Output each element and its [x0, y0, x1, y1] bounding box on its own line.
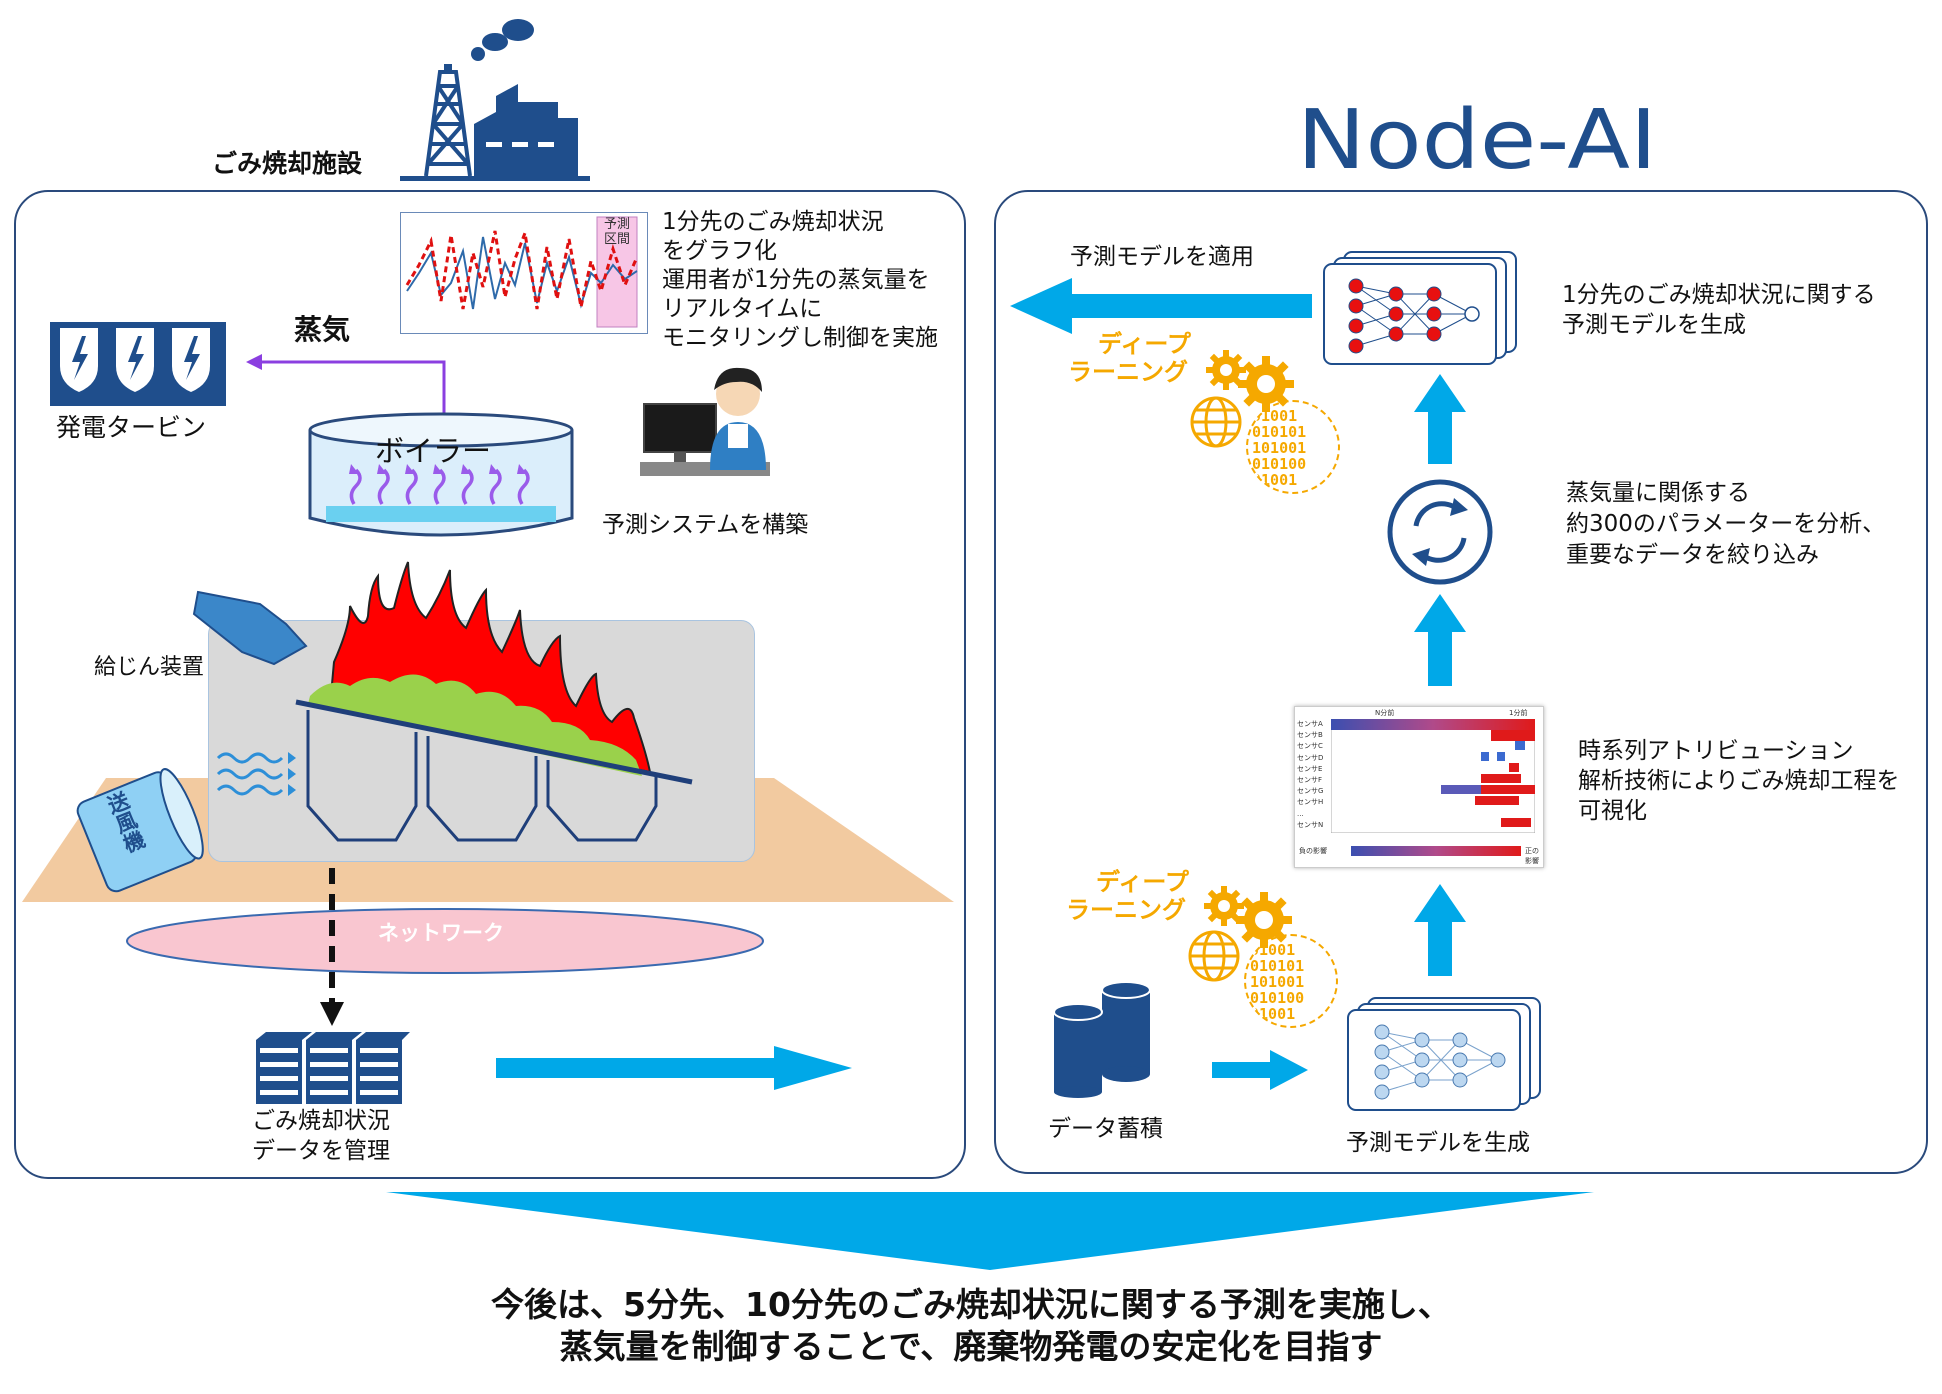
heatmap-header-left: N分前 — [1375, 709, 1395, 717]
heatmap-row-label: センサC — [1297, 742, 1323, 751]
deep-learning-label-bottom: ディープ ラーニング — [1066, 868, 1189, 924]
up-arrow-2 — [1414, 594, 1466, 686]
apply-model-arrow — [1010, 278, 1312, 334]
graph-desc-line: 1分先のごみ焼却状況 — [662, 209, 884, 235]
analysis-desc: 蒸気量に関係する 約300のパラメーターを分析、 重要なデータを絞り込み — [1566, 478, 1885, 571]
refresh-cycle-icon — [1387, 479, 1493, 585]
conclusion-text: 今後は、5分先、10分先のごみ焼却状況に関する予測を実施し、 蒸気量を制御するこ… — [0, 1284, 1942, 1368]
gear-icon — [1206, 350, 1294, 412]
server-caption-line: データを管理 — [252, 1138, 390, 1164]
graph-desc-line: をグラフ化 — [662, 238, 777, 264]
boiler — [308, 412, 574, 537]
graph-desc-line: リアルタイムに — [662, 296, 823, 322]
up-arrow-1 — [1414, 374, 1466, 464]
conclusion-line: 今後は、5分先、10分先のごみ焼却状況に関する予測を実施し、 — [491, 1285, 1451, 1324]
deep-learning-line: ディープ — [1098, 330, 1191, 358]
binary-line: 010101 — [1252, 423, 1307, 441]
network-label: ネットワーク — [378, 921, 504, 945]
up-arrow-3 — [1414, 884, 1466, 976]
graph-description: 1分先のごみ焼却状況 をグラフ化 運用者が1分先の蒸気量を リアルタイムに モニ… — [662, 208, 938, 353]
deep-learning-line: ラーニング — [1066, 896, 1186, 924]
incinerator-fire — [295, 561, 693, 842]
to-model-arrow — [1212, 1050, 1308, 1090]
conclusion-line: 蒸気量を制御することで、廃棄物発電の安定化を目指す — [559, 1327, 1383, 1366]
facility-label: ごみ焼却施設 — [212, 149, 363, 178]
heatmap-row-label: センサH — [1297, 798, 1324, 807]
model-desc-line: 1分先のごみ焼却状況に関する — [1562, 282, 1876, 308]
heatmap-header-right: 1分前 — [1509, 709, 1528, 717]
transfer-arrow — [496, 1046, 852, 1090]
globe-icon — [1188, 930, 1240, 982]
attribution-line: 可視化 — [1578, 798, 1647, 824]
steam-arrow — [246, 354, 446, 418]
heatmap-row-label: センサA — [1297, 720, 1323, 728]
binary-line: 01001 — [1250, 941, 1296, 959]
apply-model-label: 予測モデルを適用 — [1070, 244, 1254, 270]
deep-learning-line: ディープ — [1096, 868, 1189, 896]
gear-icon — [1204, 886, 1292, 948]
attribution-heatmap: N分前 1分前 センサA センサB センサC センサD センサE センサF セン… — [1294, 706, 1544, 868]
prediction-graph: 予測区間 — [400, 212, 648, 334]
server-caption-line: ごみ焼却状況 — [252, 1108, 390, 1134]
attribution-line: 解析技術によりごみ焼却工程を — [1578, 768, 1900, 794]
steam-label: 蒸気 — [294, 313, 351, 346]
analysis-line: 蒸気量に関係する — [1566, 480, 1750, 506]
globe-icon — [1190, 396, 1242, 448]
analysis-line: 約300のパラメーターを分析、 — [1566, 511, 1886, 537]
prediction-interval-label: 予測区間 — [603, 217, 630, 247]
heatmap-row-label: センサD — [1297, 753, 1324, 762]
network-ellipse — [126, 908, 764, 974]
factory-icon — [400, 19, 590, 181]
server-caption: ごみ焼却状況 データを管理 — [252, 1106, 390, 1166]
attribution-line: 時系列アトリビューション — [1578, 738, 1854, 764]
blower-icon — [76, 768, 204, 893]
deep-learning-label-top: ディープ ラーニング — [1068, 330, 1191, 386]
graph-desc-line: 運用者が1分先の蒸気量を — [662, 267, 930, 293]
heatmap-row-label: センサG — [1297, 787, 1324, 796]
model-icon-bottom — [1347, 997, 1541, 1111]
server-icon — [256, 1032, 410, 1104]
binary-line: 010101 — [1250, 957, 1305, 975]
turbine-icon — [50, 322, 226, 406]
model-icon-top — [1323, 251, 1517, 365]
binary-line: 101001 — [1250, 973, 1305, 991]
heatmap-row-label: センサF — [1297, 776, 1323, 785]
storage-caption: データ蓄積 — [1048, 1116, 1163, 1142]
turbine-label: 発電タービン — [56, 413, 207, 442]
boiler-label: ボイラー — [375, 434, 492, 468]
binary-globe: 01001 010101 101001 010100 01001 — [1244, 934, 1338, 1028]
heatmap-row-label: センサB — [1297, 731, 1323, 740]
binary-line: 01001 — [1252, 407, 1298, 425]
model-caption: 予測モデルを生成 — [1346, 1130, 1530, 1156]
model-generated-desc: 1分先のごみ焼却状況に関する 予測モデルを生成 — [1562, 280, 1876, 340]
binary-globe: 01001 010101 101001 010100 01001 — [1246, 400, 1340, 494]
data-flow-arrow — [320, 868, 344, 1026]
analysis-line: 重要なデータを絞り込み — [1566, 542, 1819, 568]
heatmap-row-label: センサN — [1297, 820, 1324, 829]
airflow-icon — [216, 752, 296, 796]
heatmap-row-label: ... — [1297, 809, 1304, 818]
deep-learning-line: ラーニング — [1068, 358, 1188, 386]
graph-desc-line: モニタリングし制御を実施 — [662, 325, 938, 351]
feeder-icon — [192, 590, 308, 666]
database-icon — [1053, 981, 1151, 1098]
feeder-label: 給じん装置 — [94, 655, 205, 680]
attribution-desc: 時系列アトリビューション 解析技術によりごみ焼却工程を 可視化 — [1578, 736, 1900, 826]
heatmap-legend-left: 負の影響 — [1299, 847, 1327, 855]
heatmap-row-label: センサE — [1297, 764, 1323, 773]
binary-line: 010100 — [1252, 455, 1307, 473]
operator-caption: 予測システムを構築 — [602, 512, 809, 538]
operator-icon — [640, 367, 770, 476]
node-ai-logo-text: Node-AI — [1297, 96, 1657, 186]
binary-line: 101001 — [1252, 439, 1307, 457]
model-desc-line: 予測モデルを生成 — [1562, 312, 1746, 338]
node-ai-logo: Node-AI — [1296, 96, 1676, 186]
heatmap-legend-right: 正の影響 — [1525, 847, 1539, 865]
conclusion-arrow — [386, 1192, 1594, 1270]
binary-line: 010100 — [1250, 989, 1305, 1007]
